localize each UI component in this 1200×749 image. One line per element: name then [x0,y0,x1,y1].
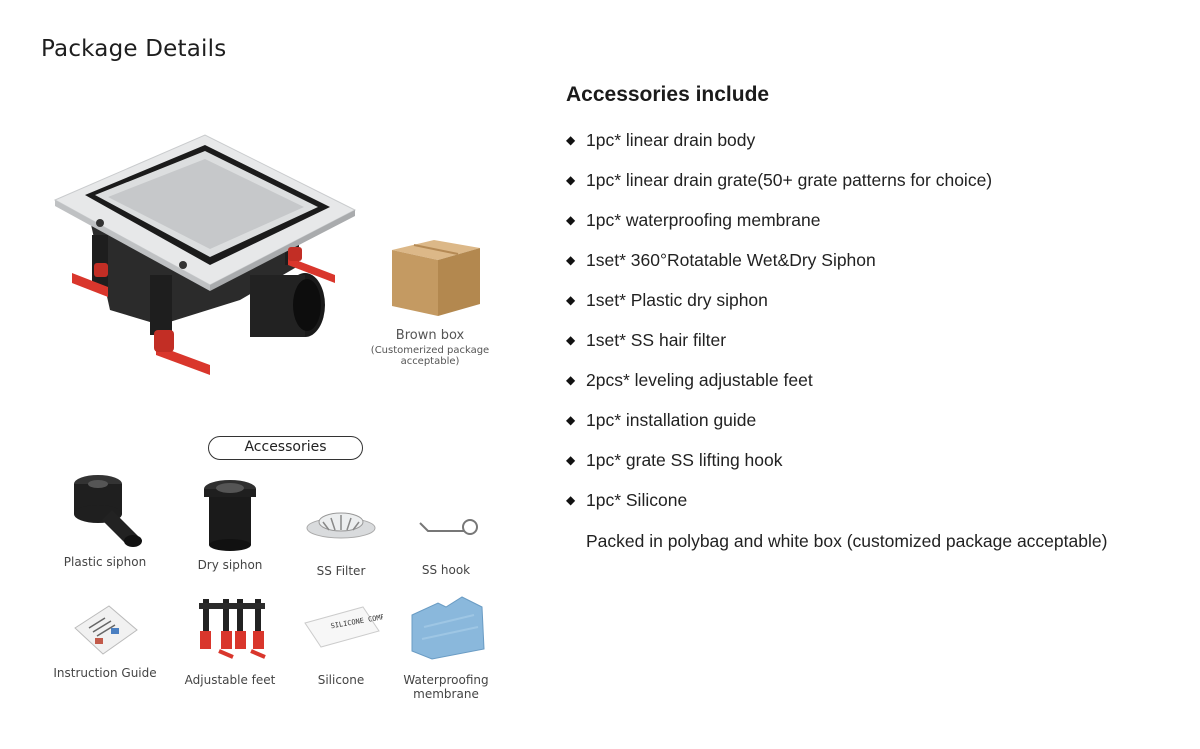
waterproofing-membrane-icon [411,596,485,660]
accessory-dry-siphon: Dry siphon [175,475,285,572]
adjustable-feet-icon [199,599,266,659]
accessory-label: Dry siphon [197,558,263,572]
instruction-guide-icon [74,605,138,655]
accessory-adjustable-feet: Adjustable feet [175,593,285,687]
accessory-instruction-guide: Instruction Guide [50,598,160,680]
list-item-text: 1pc* linear drain body [586,130,756,150]
accessory-label: Waterproofing membrane [403,673,489,701]
list-item: ◆ 1pc* linear drain grate(50+ grate patte… [566,169,992,209]
list-item-text: 1set* Plastic dry siphon [586,290,768,310]
accessory-label: SS hook [421,563,471,577]
list-item-text: 1set* 360°Rotatable Wet&Dry Siphon [586,250,876,270]
list-item-text: 2pcs* leveling adjustable feet [586,370,813,390]
accessory-ss-filter: SS Filter [286,500,396,578]
list-item-text: 1pc* linear drain grate(50+ grate patter… [586,170,993,190]
accessory-label: Adjustable feet [184,673,276,687]
diamond-bullet-icon: ◆ [566,493,576,507]
box-caption-note: (Customerized package acceptable) [370,345,490,367]
list-item: ◆ 1pc* waterproofing membrane [566,209,992,249]
list-item-text: 1pc* grate SS lifting hook [586,450,783,470]
accessories-pill: Accessories [208,436,363,460]
diamond-bullet-icon: ◆ [566,213,576,227]
list-item-text: 1pc* Silicone [586,490,688,510]
accessory-label: Instruction Guide [53,666,157,680]
accessory-label: SS Filter [316,564,366,578]
list-item: ◆ 1pc* linear drain body [566,129,992,169]
accessory-silicone: SILICONE COMPOUND Silicone [286,603,396,687]
diamond-bullet-icon: ◆ [566,173,576,187]
diamond-bullet-icon: ◆ [566,453,576,467]
packed-note: Packed in polybag and white box (customi… [586,531,1108,551]
accessory-label: Plastic siphon [63,555,147,569]
list-item-text: 1set* SS hair filter [586,330,727,350]
accessories-include-heading: Accessories include [566,83,770,106]
box-caption: Brown box (Customerized package acceptab… [340,328,520,367]
page-title: Package Details [41,36,227,62]
diamond-bullet-icon: ◆ [566,333,576,347]
accessory-label: Silicone [317,673,365,687]
list-item: ◆ 1set* Plastic dry siphon [566,289,992,329]
list-item: ◆ 1pc* grate SS lifting hook [566,449,992,489]
list-item: ◆ 1set* SS hair filter [566,329,992,369]
silicone-icon: SILICONE COMPOUND [304,606,383,648]
list-item-text: 1pc* waterproofing membrane [586,210,821,230]
dry-siphon-icon [204,480,256,551]
diamond-bullet-icon: ◆ [566,253,576,267]
accessory-ss-hook: SS hook [391,505,501,577]
ss-filter-icon [306,512,376,539]
accessory-plastic-siphon: Plastic siphon [50,470,160,569]
plastic-siphon-icon [74,475,142,547]
list-item: ◆ 1pc* Silicone [566,489,992,529]
ss-hook-icon [419,519,478,535]
box-caption-title: Brown box [395,328,465,343]
list-item: ◆ 1pc* installation guide [566,409,992,449]
list-item-text: 1pc* installation guide [586,410,757,430]
diamond-bullet-icon: ◆ [566,293,576,307]
diamond-bullet-icon: ◆ [566,373,576,387]
diamond-bullet-icon: ◆ [566,133,576,147]
accessories-include-list: ◆ 1pc* linear drain body ◆ 1pc* linear dra… [566,129,992,529]
floor-drain-product-icon [53,134,357,375]
list-item: ◆ 1set* 360°Rotatable Wet&Dry Siphon [566,249,992,289]
accessory-waterproofing-membrane: Waterproofing membrane [391,593,501,701]
cardboard-box-icon [392,240,480,316]
diamond-bullet-icon: ◆ [566,413,576,427]
list-item: ◆ 2pcs* leveling adjustable feet [566,369,992,409]
